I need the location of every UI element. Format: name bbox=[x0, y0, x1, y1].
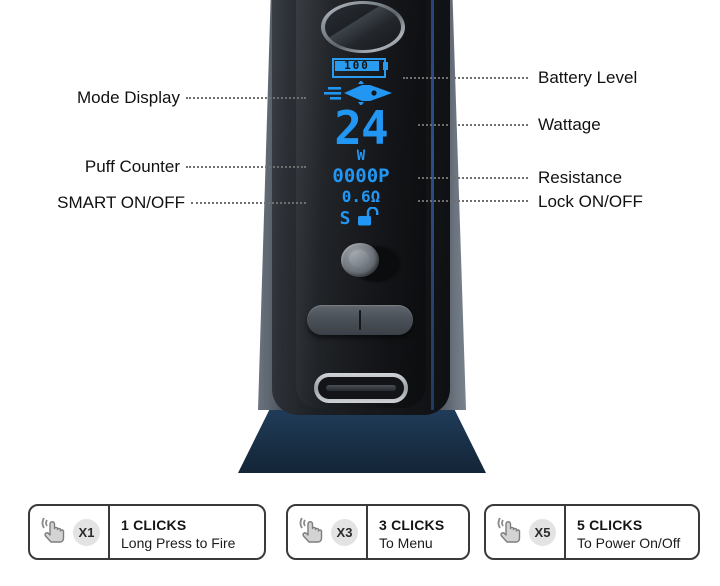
card-icon-group: X3 bbox=[288, 506, 368, 558]
card-subtitle: To Power On/Off bbox=[577, 534, 681, 551]
smart-lock-row: S bbox=[300, 205, 422, 232]
card-text-group: 3 CLICKS To Menu bbox=[368, 506, 454, 558]
battery-icon: 100 bbox=[332, 58, 390, 78]
device-right-blue-accent-line bbox=[431, 0, 434, 410]
click-multiplier-badge: X5 bbox=[529, 518, 556, 546]
leader-line-mode-display bbox=[186, 97, 306, 99]
leader-line-smart bbox=[191, 202, 306, 204]
resistance-unit: Ω bbox=[370, 187, 381, 206]
callout-resistance: Resistance bbox=[538, 168, 623, 187]
leader-line-lock bbox=[418, 200, 528, 202]
battery-cap bbox=[383, 62, 388, 70]
card-text-group: 5 CLICKS To Power On/Off bbox=[566, 506, 690, 558]
click-multiplier-badge: X3 bbox=[331, 518, 358, 546]
fire-button-highlight bbox=[349, 250, 369, 267]
card-subtitle: To Menu bbox=[379, 534, 433, 551]
device-top-oval-face bbox=[325, 4, 401, 50]
battery-level-value: 100 bbox=[335, 60, 379, 71]
leader-line-wattage bbox=[418, 124, 528, 126]
callout-mode-display: Mode Display bbox=[77, 88, 180, 107]
tap-hand-icon bbox=[494, 515, 524, 550]
card-title: 5 CLICKS bbox=[577, 516, 643, 533]
callout-puff-counter: Puff Counter bbox=[84, 157, 180, 176]
adjust-button-divider bbox=[359, 310, 361, 330]
card-subtitle: Long Press to Fire bbox=[121, 534, 236, 551]
wattage-unit: W bbox=[356, 148, 366, 164]
smart-indicator: S bbox=[339, 208, 351, 229]
leader-line-puff-counter bbox=[186, 166, 306, 168]
callout-lock-on-off: Lock ON/OFF bbox=[538, 192, 643, 211]
instruction-card-1-click[interactable]: X1 1 CLICKS Long Press to Fire bbox=[28, 504, 266, 560]
usb-c-port-slot bbox=[326, 385, 396, 391]
wattage-value: 24 bbox=[334, 101, 388, 155]
resistance-value: 0.6Ω bbox=[300, 189, 422, 205]
unlocked-padlock-icon bbox=[356, 205, 382, 232]
resistance-number: 0.6 bbox=[341, 187, 371, 206]
card-text-group: 1 CLICKS Long Press to Fire bbox=[110, 506, 245, 558]
card-icon-group: X5 bbox=[486, 506, 566, 558]
device-left-blue-accent-line bbox=[285, 0, 288, 410]
instruction-card-3-clicks[interactable]: X3 3 CLICKS To Menu bbox=[286, 504, 470, 560]
card-title: 1 CLICKS bbox=[121, 516, 187, 533]
card-title: 3 CLICKS bbox=[379, 516, 445, 533]
callout-smart-on-off: SMART ON/OFF bbox=[57, 193, 185, 212]
instruction-card-5-clicks[interactable]: X5 5 CLICKS To Power On/Off bbox=[484, 504, 700, 560]
card-icon-group: X1 bbox=[30, 506, 110, 558]
callout-battery-level: Battery Level bbox=[538, 68, 638, 87]
rocket-icon bbox=[300, 80, 422, 106]
puff-counter-value: 0000P bbox=[332, 165, 390, 187]
leader-line-resistance bbox=[418, 177, 528, 179]
tap-hand-icon bbox=[296, 515, 326, 550]
click-multiplier-badge: X1 bbox=[73, 518, 100, 546]
leader-line-battery-level bbox=[403, 77, 528, 79]
callout-wattage: Wattage bbox=[538, 115, 601, 134]
tap-hand-icon bbox=[38, 515, 68, 550]
instruction-cards: X1 1 CLICKS Long Press to Fire X3 3 bbox=[0, 504, 720, 574]
lcd-screen: 100 24 W bbox=[300, 58, 422, 228]
